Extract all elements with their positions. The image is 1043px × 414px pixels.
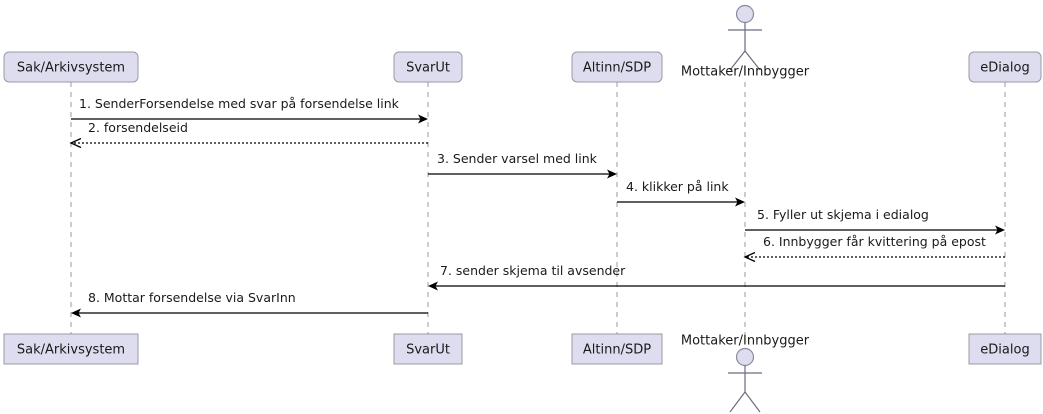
participant-label-sak-bottom: Sak/Arkivsystem: [17, 343, 125, 358]
actor-label-top: Mottaker/Innbygger: [681, 65, 810, 80]
participant-sak-top[interactable]: Sak/Arkivsystem: [3, 51, 139, 83]
participant-box-altinn-top[interactable]: [571, 51, 663, 83]
message-label-6: 6. Innbygger får kvittering på epost: [763, 234, 986, 249]
participant-label-sak-top: Sak/Arkivsystem: [17, 61, 125, 76]
participant-label-svarut-bottom: SvarUt: [406, 343, 450, 358]
participant-altinn-top[interactable]: Altinn/SDP: [571, 51, 663, 83]
actor-leg-right-bottom: [744, 391, 761, 413]
participant-label-altinn-top: Altinn/SDP: [583, 61, 651, 76]
participant-label-svarut-top: SvarUt: [406, 61, 450, 76]
message-label-5: 5. Fyller ut skjema i edialog: [757, 207, 929, 222]
actor-top[interactable]: Mottaker/Innbygger: [681, 4, 810, 80]
message-label-8: 8. Mottar forsendelse via SvarInn: [88, 290, 296, 305]
participant-box-svarut-top[interactable]: [393, 51, 463, 83]
message-2[interactable]: 2. forsendelseid: [69, 120, 428, 149]
message-6[interactable]: 6. Innbygger får kvittering på epost: [743, 234, 1005, 263]
participant-box-svarut-bottom[interactable]: [393, 333, 463, 365]
participant-box-edialog-top[interactable]: [968, 51, 1042, 83]
message-label-1: 1. SenderForsendelse med svar på forsend…: [79, 96, 400, 111]
participant-svarut-top[interactable]: SvarUt: [393, 51, 463, 83]
actor-leg-left-bottom: [729, 391, 746, 413]
message-arrowhead-1: [418, 114, 428, 124]
participant-label-edialog-bottom: eDialog: [980, 343, 1029, 358]
actor-bottom[interactable]: Mottaker/Innbygger: [681, 334, 810, 413]
participant-altinn-bottom[interactable]: Altinn/SDP: [571, 333, 663, 365]
actor-head-icon-bottom: [735, 347, 755, 367]
message-arrowhead-7: [428, 281, 438, 291]
actor-leg-right-top: [744, 50, 761, 71]
actor-label-bottom: Mottaker/Innbygger: [681, 334, 810, 349]
message-arrowhead-3: [607, 169, 617, 179]
message-arrowhead-8: [71, 308, 81, 318]
participant-label-edialog-top: eDialog: [980, 61, 1029, 76]
actor-leg-left-top: [729, 50, 746, 71]
message-label-3: 3. Sender varsel med link: [437, 151, 598, 166]
message-1[interactable]: 1. SenderForsendelse med svar på forsend…: [71, 96, 428, 124]
message-arrowhead-5: [995, 225, 1005, 235]
participant-box-sak-top[interactable]: [3, 51, 139, 83]
message-label-4: 4. klikker på link: [626, 179, 729, 194]
message-arrowhead-6: [743, 251, 756, 263]
participant-sak-bottom[interactable]: Sak/Arkivsystem: [3, 333, 139, 365]
message-label-2: 2. forsendelseid: [88, 120, 188, 135]
message-4[interactable]: 4. klikker på link: [617, 179, 745, 207]
participant-box-edialog-bottom[interactable]: [968, 333, 1042, 365]
participant-svarut-bottom[interactable]: SvarUt: [393, 333, 463, 365]
message-arrowhead-2: [69, 137, 82, 149]
message-3[interactable]: 3. Sender varsel med link: [428, 151, 617, 179]
message-arrowhead-4: [735, 197, 745, 207]
actor-head-icon-top: [735, 4, 755, 24]
messages-layer: 1. SenderForsendelse med svar på forsend…: [69, 96, 1005, 318]
message-8[interactable]: 8. Mottar forsendelse via SvarInn: [71, 290, 428, 318]
participant-edialog-bottom[interactable]: eDialog: [968, 333, 1042, 365]
participant-edialog-top[interactable]: eDialog: [968, 51, 1042, 83]
participant-label-altinn-bottom: Altinn/SDP: [583, 343, 651, 358]
lifelines-layer: [70, 82, 1006, 334]
message-7[interactable]: 7. sender skjema til avsender: [428, 263, 1005, 291]
participant-box-altinn-bottom[interactable]: [571, 333, 663, 365]
participant-boxes-layer: Sak/ArkivsystemSak/ArkivsystemSvarUtSvar…: [3, 51, 1042, 365]
message-label-7: 7. sender skjema til avsender: [440, 263, 626, 278]
participant-box-sak-bottom[interactable]: [3, 333, 139, 365]
message-5[interactable]: 5. Fyller ut skjema i edialog: [745, 207, 1005, 235]
